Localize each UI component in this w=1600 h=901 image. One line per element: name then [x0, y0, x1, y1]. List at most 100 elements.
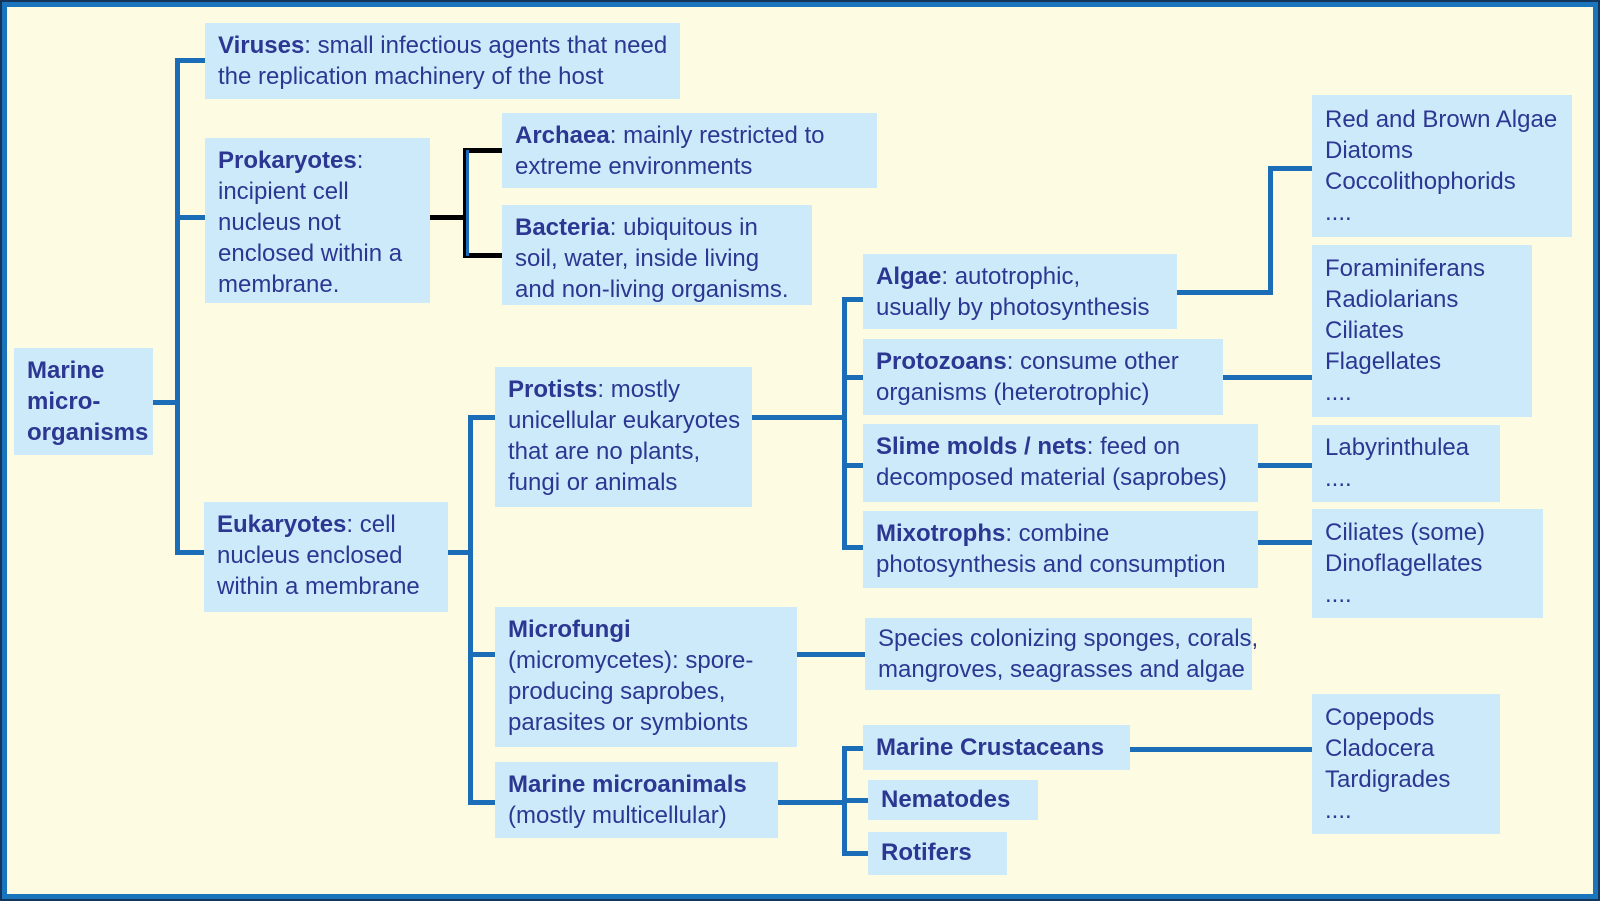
node-protozoans: Protozoans: consume other organisms (het… [863, 339, 1223, 415]
edge-rotifers-in [842, 851, 868, 856]
node-text: Archaea: mainly restricted to [515, 120, 869, 151]
node-text: and non-living organisms. [515, 276, 789, 303]
node-marine-microanimals: Marine microanimals (mostly multicellula… [495, 762, 778, 838]
node-mixotroph-examples: Ciliates (some) Dinoflagellates .... [1312, 509, 1543, 618]
edge-algae-out [1177, 290, 1272, 295]
node-text: Protists: mostly [508, 374, 744, 405]
node-text: within a membrane [217, 573, 420, 600]
node-text: Prokaryotes: [218, 145, 422, 176]
node-text: (mostly multicellular) [508, 802, 727, 829]
node-text: Radiolarians [1325, 286, 1459, 313]
edge-microanimals-in [468, 800, 495, 805]
node-title: Bacteria [515, 214, 610, 241]
node-text: Slime molds / nets: feed on [876, 431, 1250, 462]
node-title: Eukaryotes [217, 511, 347, 538]
node-microfungi-examples: Species colonizing sponges, corals, mang… [865, 618, 1259, 690]
node-text: extreme environments [515, 153, 753, 180]
node-text: membrane. [218, 271, 340, 298]
node-text: unicellular eukaryotes [508, 407, 741, 434]
node-title: Archaea [515, 122, 610, 149]
edge-eukaryotes-in [175, 550, 205, 555]
edge-protists-out [752, 415, 847, 420]
node-desc: : autotrophic, [941, 263, 1081, 290]
node-text: Tardigrades [1325, 766, 1451, 793]
edge-trunk-main [175, 58, 180, 555]
node-text: Eukaryotes: cell [217, 509, 440, 540]
node-text: enclosed within a [218, 240, 403, 267]
node-text: Ciliates [1325, 317, 1404, 344]
node-title: Viruses [218, 32, 305, 59]
node-title: Mixotrophs [876, 520, 1006, 547]
edge-microanimals-out [778, 800, 847, 805]
node-title: Marine Crustaceans [876, 734, 1105, 761]
edge-protozoans-in [842, 375, 863, 380]
node-desc: : mostly [597, 376, 681, 403]
node-title: Algae [876, 263, 942, 290]
edge-protozoan-examples-in [1223, 375, 1312, 380]
edge-crustaceans-in [842, 746, 863, 751]
node-text: Coccolithophorids [1325, 168, 1516, 195]
node-desc: : cell [346, 511, 396, 538]
node-text: Bacteria: ubiquitous in [515, 212, 804, 243]
node-title: Protozoans [876, 348, 1007, 375]
edge-viruses-in [178, 58, 205, 63]
node-text: organisms (heterotrophic) [876, 379, 1150, 406]
edge-protists-in [468, 415, 495, 420]
node-microfungi: Microfungi (micromycetes): spore- produc… [495, 607, 797, 747]
node-slime-molds: Slime molds / nets: feed on decomposed m… [863, 424, 1258, 502]
node-title: Prokaryotes [218, 147, 357, 174]
edge-algae-in [842, 297, 863, 302]
node-text: Algae: autotrophic, [876, 261, 1169, 292]
node-title: Protists [508, 376, 598, 403]
node-text: nucleus enclosed [217, 542, 403, 569]
node-title: Microfungi [508, 616, 631, 643]
node-desc: : mainly restricted to [609, 122, 825, 149]
node-text: soil, water, inside living [515, 245, 760, 272]
node-text: usually by photosynthesis [876, 294, 1150, 321]
node-title: Marine microanimals [508, 771, 747, 798]
node-text: Mixotrophs: combine [876, 518, 1250, 549]
node-text: incipient cell [218, 178, 349, 205]
node-text: Protozoans: consume other [876, 346, 1215, 377]
node-desc: : feed on [1086, 433, 1181, 460]
node-text: .... [1325, 199, 1352, 226]
edge-prokaryotes-out [430, 215, 468, 220]
node-text: Species colonizing sponges, corals, [878, 625, 1259, 652]
root-line: micro- [27, 388, 101, 415]
edge-prokaryote-bracket-blue [466, 150, 469, 256]
node-text: Foraminiferans [1325, 255, 1486, 282]
node-text: Cladocera [1325, 735, 1435, 762]
node-text: Copepods [1325, 704, 1435, 731]
node-marine-crustaceans: Marine Crustaceans [863, 725, 1130, 770]
node-text: decomposed material (saprobes) [876, 464, 1227, 491]
node-text: Ciliates (some) [1325, 519, 1486, 546]
node-text: that are no plants, [508, 438, 701, 465]
node-text: Labyrinthulea [1325, 434, 1470, 461]
node-text: Flagellates [1325, 348, 1442, 375]
edge-slime-examples-in [1258, 463, 1312, 468]
node-protozoan-examples: Foraminiferans Radiolarians Ciliates Fla… [1312, 245, 1532, 417]
node-text: Diatoms [1325, 137, 1414, 164]
edge-root-out [153, 400, 180, 405]
root-line: Marine [27, 357, 105, 384]
edge-crustaceans-out [1130, 747, 1312, 752]
node-text: (micromycetes): spore- [508, 647, 754, 674]
edge-prokaryote-bracket [463, 148, 468, 258]
edge-archaea-in [463, 148, 502, 153]
edge-nematodes-in [842, 798, 868, 803]
node-text: .... [1325, 465, 1352, 492]
edge-protist-bracket [842, 297, 847, 550]
node-text: Dinoflagellates [1325, 550, 1483, 577]
node-algae-examples: Red and Brown Algae Diatoms Coccolithoph… [1312, 95, 1572, 237]
node-text: nucleus not [218, 209, 341, 236]
node-title: Nematodes [881, 786, 1011, 813]
node-desc: : ubiquitous in [609, 214, 758, 241]
edge-mixotrophs-in [842, 545, 863, 550]
node-root: Marine micro- organisms [14, 348, 153, 455]
edge-prokaryotes-in [175, 215, 205, 220]
node-text: Red and Brown Algae [1325, 106, 1558, 133]
node-desc: : consume other [1006, 348, 1179, 375]
edge-trunk-eukaryotes [468, 415, 473, 805]
node-text: parasites or symbionts [508, 709, 749, 736]
